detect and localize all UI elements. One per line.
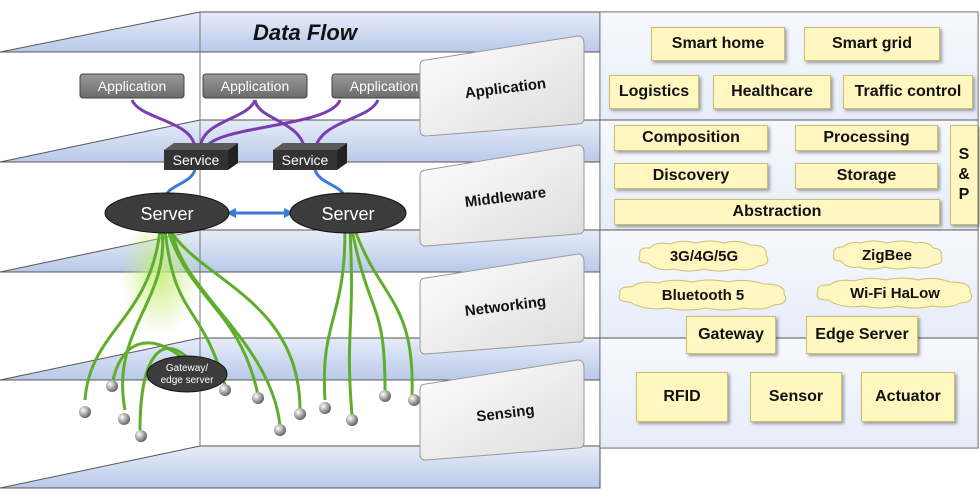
app-link — [198, 99, 257, 151]
data-link — [83, 229, 162, 401]
service-box-right: Service — [273, 143, 347, 170]
data-links — [83, 229, 414, 431]
server-node-left — [104, 192, 230, 234]
cloud-icon — [618, 279, 787, 311]
gateway-label-line1: Gateway/ — [166, 363, 208, 374]
app-domain-logistics: Logistics — [609, 75, 699, 109]
network-gateway: Gateway — [686, 316, 776, 354]
data-link — [322, 229, 347, 401]
app-links — [130, 99, 380, 151]
server-node-right — [289, 192, 407, 234]
service-box-left: Service — [164, 143, 238, 170]
sensor-node — [135, 430, 147, 442]
data-link — [110, 341, 186, 386]
sensor-node — [346, 414, 358, 426]
middleware-discovery: Discovery — [614, 163, 768, 189]
security-privacy-box: S & P — [950, 125, 978, 225]
sensor-node — [252, 392, 264, 404]
server-label-left: Server — [140, 204, 193, 224]
network-cloud-zigbee: ZigBee — [829, 239, 945, 271]
app-link — [203, 99, 342, 151]
network-cloud-label: Wi-Fi HaLow — [850, 284, 940, 302]
middleware-storage: Storage — [795, 163, 938, 189]
server-label-right: Server — [321, 204, 374, 224]
data-link — [163, 229, 227, 386]
sensing-sensor: Sensor — [750, 372, 842, 422]
data-link — [170, 229, 282, 426]
sensing-rfid: RFID — [636, 372, 728, 422]
network-cloud-bluetooth: Bluetooth 5 — [614, 278, 792, 312]
application-label: Application — [350, 78, 419, 94]
app-domain-smart-grid: Smart grid — [804, 27, 940, 61]
cloud-icon — [832, 240, 943, 270]
network-edge-server: Edge Server — [806, 316, 918, 354]
gateway-edge-server — [146, 355, 228, 393]
sp-letter: P — [958, 186, 970, 203]
sensing-actuator: Actuator — [861, 372, 955, 422]
sensor-node — [118, 413, 130, 425]
layer-tab-middleware: Middleware — [419, 144, 585, 247]
data-link — [168, 229, 302, 411]
service-label-left: Service — [173, 152, 220, 168]
app-link — [313, 99, 380, 151]
application-box: Application — [331, 73, 427, 99]
application-label: Application — [98, 78, 167, 94]
cloud-icon — [816, 277, 973, 309]
cloud-icon — [638, 240, 769, 272]
app-link — [130, 99, 197, 151]
sp-letter: S — [958, 146, 970, 163]
layer-tab-application: Application — [419, 35, 585, 137]
sensor-node — [294, 408, 306, 420]
sensor-node — [219, 384, 231, 396]
middleware-composition: Composition — [614, 125, 768, 151]
sensor-node — [106, 380, 118, 392]
sensor-node — [319, 402, 331, 414]
network-cloud-wifi-halow: Wi-Fi HaLow — [812, 276, 978, 310]
data-link — [350, 229, 387, 391]
app-link — [253, 99, 307, 151]
middleware-processing: Processing — [795, 125, 938, 151]
application-box: Application — [79, 73, 185, 99]
data-link — [353, 229, 414, 396]
network-cloud-label: ZigBee — [861, 246, 912, 264]
service-label-right: Service — [282, 152, 329, 168]
middleware-abstraction: Abstraction — [614, 199, 940, 225]
sensor-node — [379, 390, 391, 402]
application-box: Application — [202, 73, 308, 99]
app-domain-smart-home: Smart home — [651, 27, 785, 61]
sp-letter: & — [958, 166, 970, 183]
network-cloud-3g4g5g: 3G/4G/5G — [634, 239, 774, 273]
app-domain-healthcare: Healthcare — [713, 75, 831, 109]
network-cloud-label: Bluetooth 5 — [661, 286, 745, 304]
data-link — [347, 229, 354, 416]
application-label: Application — [221, 78, 290, 94]
layer-tab-sensing: Sensing — [419, 359, 585, 461]
layer-tab-label: Sensing — [475, 402, 535, 426]
sensor-node — [274, 424, 286, 436]
data-link — [138, 347, 192, 431]
gateway-label-line2: edge server — [161, 375, 214, 386]
sensor-node — [79, 406, 91, 418]
sensor-nodes — [79, 380, 420, 442]
app-domain-traffic-control: Traffic control — [843, 75, 973, 109]
data-link — [121, 229, 165, 411]
sensor-node — [408, 394, 420, 406]
diagram-title: Data Flow — [253, 20, 359, 45]
network-cloud-label: 3G/4G/5G — [669, 247, 739, 265]
layer-tab-networking: Networking — [419, 253, 585, 355]
